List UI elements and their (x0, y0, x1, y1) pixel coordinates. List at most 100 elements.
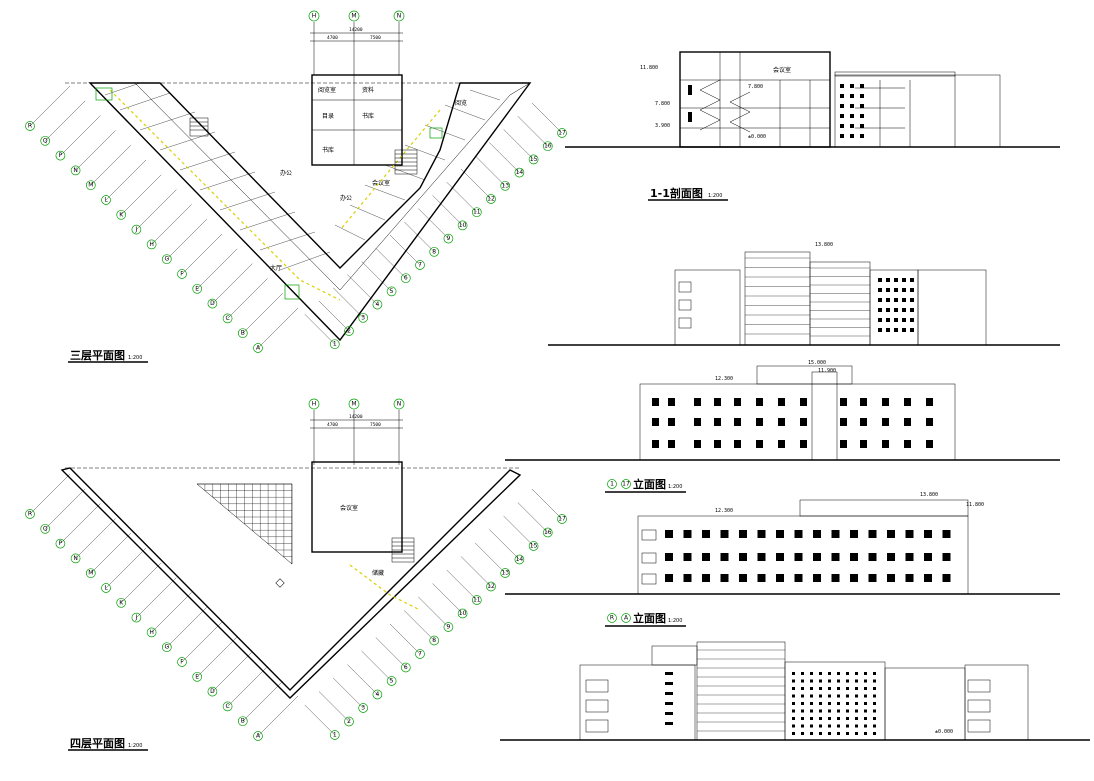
room-label: 会议室 (340, 504, 358, 512)
elevation-1-17-title: 1 17 立面图 1:200 (605, 477, 686, 493)
third-floor-plan: H M N 14200 4700 7500 阅览室 资料 目录 书库 书库 办公 (65, 10, 532, 342)
level-mark: ±0.000 (935, 729, 953, 735)
axis-label: R (28, 511, 32, 518)
axis-bubble (253, 731, 263, 741)
room-label: 目录 (322, 112, 334, 120)
axis-label: 4 (375, 691, 379, 698)
elevation-r-a: 12.300 13.800 11.800 (505, 492, 1060, 595)
section-windows (840, 84, 905, 138)
dim-total: 14200 (349, 27, 363, 33)
axis-label: G (164, 644, 169, 651)
axis-bubble (161, 642, 172, 653)
axis-bubble (500, 568, 511, 578)
axis-label: K (119, 211, 124, 218)
axis-bubble (429, 635, 440, 646)
axis-label: 5 (390, 288, 394, 295)
axis-label: 15 (530, 543, 538, 550)
axis-label-h: H (312, 401, 317, 408)
axis-bubble (528, 154, 539, 165)
elevation-r-a-title: R A 立面图 1:200 (605, 611, 686, 627)
axis-label: 10 (459, 610, 467, 617)
axis-bubble (192, 671, 203, 682)
axis-bubble (386, 286, 397, 297)
axis-label: 17 (558, 130, 566, 137)
axis-label: E (195, 673, 199, 680)
axis-label: E (195, 285, 199, 292)
axis-label-n: N (397, 401, 402, 408)
axis-label: 16 (544, 529, 552, 536)
axis-bubble (372, 689, 383, 700)
axis-bubble (146, 627, 157, 638)
axis-label: N (73, 167, 78, 174)
axis-label: D (210, 688, 215, 695)
axis-bubble (237, 716, 248, 727)
section-1-1: 11.800 7.800 3.900 7.800 ±0.000 会议室 (565, 51, 1060, 148)
axis-label: C (225, 315, 229, 322)
axis-label: L (104, 197, 108, 204)
axis-bubble (344, 326, 354, 336)
axis-label: 3 (361, 314, 365, 321)
axis-label: 8 (432, 637, 436, 644)
axis-label: 9 (446, 624, 450, 631)
axis-label: 3 (361, 705, 365, 712)
axis-label: B (241, 718, 245, 725)
axis-label: Q (43, 137, 48, 144)
axis-label: P (59, 152, 63, 159)
dim-right: 7500 (370, 35, 381, 41)
axis-bubble (222, 701, 233, 712)
axis-label: B (241, 330, 245, 337)
axis-bubble (40, 523, 51, 534)
axis-label: 9 (446, 235, 450, 242)
axis-bubble (400, 662, 411, 673)
axis-bubble (25, 121, 35, 131)
room-label: 书库 (322, 146, 334, 154)
axis-bubble (486, 194, 496, 204)
axis-bubble (131, 612, 142, 623)
level-mark: 13.800 (920, 492, 938, 498)
elevation-windows (641, 529, 951, 585)
axis-label: 6 (404, 664, 408, 671)
axis-bubble (429, 246, 440, 257)
axis-label: N (73, 555, 78, 562)
axis-bubble (177, 269, 187, 279)
dim-total: 14200 (349, 414, 363, 420)
level-mark: 11.800 (640, 65, 658, 71)
axis-bubble (222, 313, 233, 324)
level-mark: 7.800 (748, 84, 763, 90)
axis-label: C (225, 703, 229, 710)
axis-bubble (329, 339, 340, 350)
axis-label: 10 (459, 222, 467, 229)
axis-from: 1 (610, 481, 614, 488)
axis-bubble (85, 180, 96, 191)
section-title-text: 1-1剖面图 (650, 186, 703, 200)
axis-label: L (104, 585, 108, 592)
axis-bubble (131, 224, 142, 235)
axis-label: 2 (347, 328, 351, 335)
section-room-label: 会议室 (773, 66, 791, 74)
elevation-title-text: 立面图 (633, 477, 666, 491)
axis-bubble (557, 128, 567, 138)
axis-bubble (486, 581, 496, 592)
elevation-long: ±0.000 (500, 641, 1090, 741)
level-mark: 15.000 (808, 360, 826, 366)
axis-label-m: M (351, 401, 356, 408)
axis-bubble (372, 299, 383, 310)
level-mark: 3.900 (655, 123, 670, 129)
axis-bubble (443, 233, 454, 244)
third-plan-title: 三层平面图 1:200 (68, 349, 148, 363)
axis-bubble (70, 165, 81, 176)
axis-label: M (88, 182, 93, 189)
axis-label: Q (43, 525, 48, 532)
axis-label: 14 (516, 556, 524, 563)
axis-bubble (457, 220, 468, 231)
axis-label: K (119, 599, 124, 606)
axis-bubble (85, 568, 96, 579)
axis-label: 1 (333, 732, 337, 739)
axis-bubble (528, 541, 539, 551)
axis-to: 17 (622, 481, 630, 488)
dim-right: 7500 (370, 422, 381, 428)
axis-label: 2 (347, 718, 351, 725)
v-building-outline (88, 74, 532, 342)
